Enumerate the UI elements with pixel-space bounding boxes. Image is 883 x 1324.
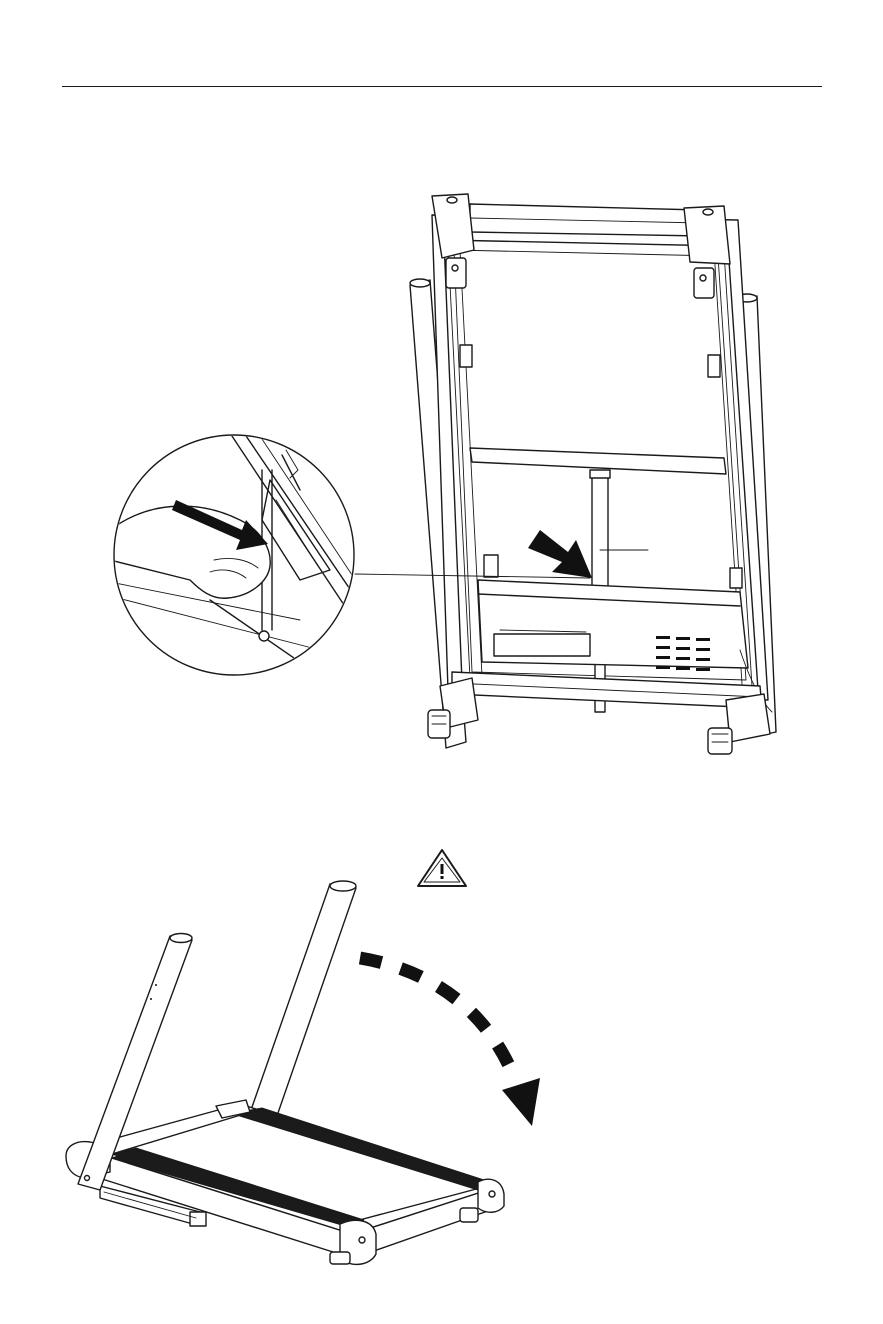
warning-triangle-icon <box>418 850 466 886</box>
right-upright-post-2 <box>244 881 356 1136</box>
treadmill-deck <box>66 1104 504 1264</box>
lower-direction-arrow-icon <box>360 958 540 1126</box>
